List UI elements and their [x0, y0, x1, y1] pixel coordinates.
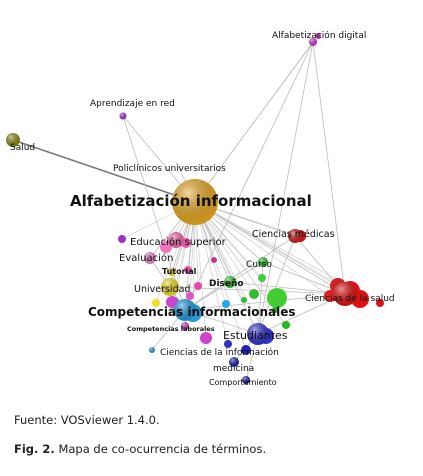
- node-shade: [288, 229, 302, 243]
- label-diseno: Diseño: [209, 279, 244, 289]
- label-ciencias_salud: Ciencias de la salud: [305, 294, 395, 304]
- edge-ciencias_medicas-estudiantes: [257, 235, 296, 335]
- figure-label: Fig. 2.: [14, 442, 55, 456]
- label-alfabetizacion_informacional: Alfabetización informacional: [70, 192, 312, 210]
- edge-minor: [194, 201, 331, 297]
- node-shade: [119, 112, 127, 120]
- node-minor: [224, 340, 232, 348]
- node-layer: [6, 33, 384, 384]
- edge-minor: [194, 201, 339, 287]
- label-alfabetizacion_digital: Alfabetización digital: [272, 30, 366, 41]
- label-evaluacion: Evaluación: [119, 252, 173, 264]
- node-shade: [247, 323, 269, 345]
- label-medicina: medicina: [213, 364, 254, 374]
- node-shade: [181, 322, 189, 330]
- node-shade: [309, 38, 317, 46]
- figure-caption: Fig. 2. Mapa de co-ocurrencia de término…: [14, 442, 266, 456]
- node-shade: [174, 299, 196, 321]
- node-minor: [272, 307, 278, 313]
- node-minor: [160, 241, 172, 253]
- edge-alfabetizacion_digital-competencias_informacionales: [184, 41, 314, 311]
- node-shade: [144, 252, 156, 264]
- node-shade: [6, 133, 20, 147]
- node-minor: [241, 345, 251, 355]
- node-shade: [258, 257, 268, 267]
- node-shade: [172, 179, 218, 225]
- node-minor: [324, 290, 336, 302]
- node-minor: [152, 299, 160, 307]
- node-minor: [315, 33, 321, 39]
- node-minor: [184, 266, 192, 274]
- edge-minor: [194, 201, 247, 351]
- edge-alfabetizacion_informacional-estudiantes: [194, 201, 259, 335]
- label-educacion_superior: Educación superior: [130, 236, 227, 248]
- label-salud: Salud: [10, 143, 35, 153]
- edge-minor: [194, 201, 267, 337]
- node-minor: [166, 296, 178, 308]
- label-ciencias_medicas: Ciencias médicas: [252, 229, 335, 240]
- label-competencias_informacionales: Competencias informacionales: [88, 305, 296, 319]
- label-policlinicos: Policlínicos universitarios: [113, 164, 226, 174]
- edge-competencias_informacionales-ciencias_salud: [184, 293, 346, 311]
- edge-minor: [194, 201, 229, 345]
- source-note: Fuente: VOSviewer 1.4.0.: [14, 413, 160, 427]
- node-shade: [168, 268, 176, 276]
- label-ciencias_informacion: Ciencias de la información: [160, 347, 279, 358]
- label-universidad: Universidad: [134, 284, 190, 295]
- edge-alfabetizacion_informacional-ciencias_salud: [194, 201, 346, 295]
- node-minor: [186, 292, 194, 300]
- label-curso: Curso: [246, 260, 272, 270]
- node-shade: [161, 278, 179, 296]
- node-shade: [149, 347, 155, 353]
- figure-text: Mapa de co-ocurrencia de términos.: [58, 442, 267, 456]
- edge-alfabetizacion_informacional-salud: [12, 139, 196, 203]
- node-minor: [211, 257, 217, 263]
- node-shade: [224, 276, 236, 288]
- node-minor: [376, 299, 384, 307]
- node-minor: [267, 288, 287, 308]
- edge-competencias_informacionales-curso: [184, 261, 264, 311]
- label-aprendizaje_red: Aprendizaje en red: [90, 99, 175, 109]
- node-shade: [168, 232, 184, 248]
- node-minor: [200, 332, 212, 344]
- node-minor: [118, 235, 126, 243]
- node-minor: [194, 282, 202, 290]
- node-shade: [229, 357, 239, 367]
- label-estudiantes: Estudiantes: [223, 329, 288, 342]
- node-minor: [258, 274, 266, 282]
- edge-competencias_informacionales-ciencias_medicas: [184, 235, 296, 311]
- node-shade: [242, 376, 250, 384]
- edge-aprendizaje_red-competencias_informacionales: [122, 115, 186, 311]
- node-minor: [241, 297, 247, 303]
- node-minor: [222, 300, 230, 308]
- edge-estudiantes-curso: [257, 261, 264, 335]
- edge-alfabetizacion_digital-estudiantes: [257, 41, 314, 335]
- label-comportamiento: Comportamiento: [209, 378, 277, 387]
- node-shade: [333, 282, 357, 306]
- node-minor: [282, 321, 290, 329]
- label-tutorial: Tutorial: [162, 267, 197, 276]
- label-competencias_laborales: Competencias laborales: [127, 325, 215, 333]
- edge-alfabetizacion_informacional-alfabetizacion_digital: [194, 41, 314, 203]
- edge-alfabetizacion_digital-ciencias_salud: [312, 41, 346, 295]
- node-minor: [249, 289, 259, 299]
